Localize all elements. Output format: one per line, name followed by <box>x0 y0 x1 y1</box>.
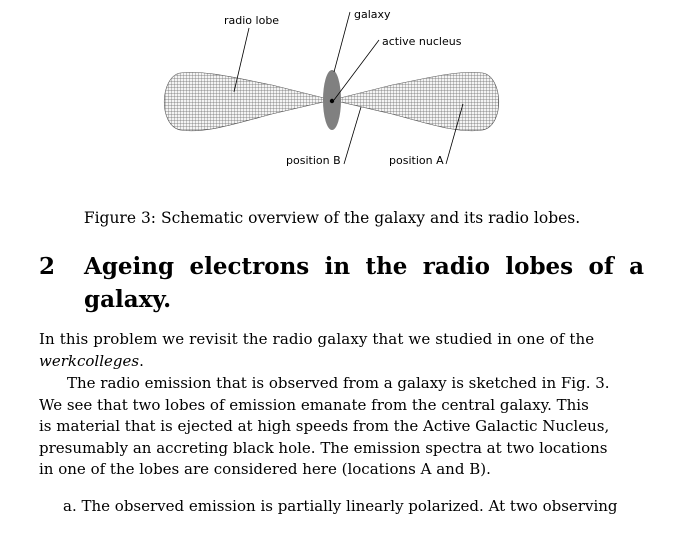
position-b-pointer <box>343 106 362 165</box>
radio-lobe-label: radio lobe <box>224 14 279 27</box>
paragraph-2-line-4: presumably an accreting black hole. The … <box>39 438 608 457</box>
item-a: a. The observed emission is partially li… <box>63 497 618 515</box>
right-radio-lobe <box>331 72 500 132</box>
paragraph-1-line-2: werkcolleges. <box>39 351 629 373</box>
radio-galaxy-figure: radio lobe galaxy active nucleus positio… <box>163 8 500 167</box>
paragraph-2-line-5: in one of the lobes are considered here … <box>39 460 491 478</box>
paragraph-1-period: . <box>139 351 144 370</box>
position-a-label: position A <box>389 154 444 167</box>
paragraph-1-line-1: In this problem we revisit the radio gal… <box>39 330 595 348</box>
paragraph-2: The radio emission that is observed from… <box>39 373 629 481</box>
section-title: Ageing electrons in the radio lobes of a… <box>84 253 644 313</box>
galaxy-label: galaxy <box>354 8 391 21</box>
galaxy-pointer <box>333 11 351 73</box>
werkcolleges-term: werkcolleges <box>39 351 140 370</box>
active-nucleus-pointer <box>333 39 380 101</box>
paragraph-1: In this problem we revisit the radio gal… <box>39 329 629 372</box>
paragraph-2-line-2: We see that two lobes of emission emanat… <box>39 395 589 414</box>
active-nucleus-label: active nucleus <box>382 35 462 48</box>
section-number: 2 <box>39 253 56 280</box>
paragraph-2-line-1: The radio emission that is observed from… <box>67 374 610 392</box>
position-b-label: position B <box>286 154 341 167</box>
position-a-pointer <box>445 103 464 165</box>
left-radio-lobe <box>163 72 333 132</box>
radio-lobe-pointer <box>233 27 250 93</box>
figure-caption: Figure 3: Schematic overview of the gala… <box>83 209 581 227</box>
active-nucleus-dot <box>329 98 335 104</box>
paragraph-2-line-3: is material that is ejected at high spee… <box>39 417 610 435</box>
